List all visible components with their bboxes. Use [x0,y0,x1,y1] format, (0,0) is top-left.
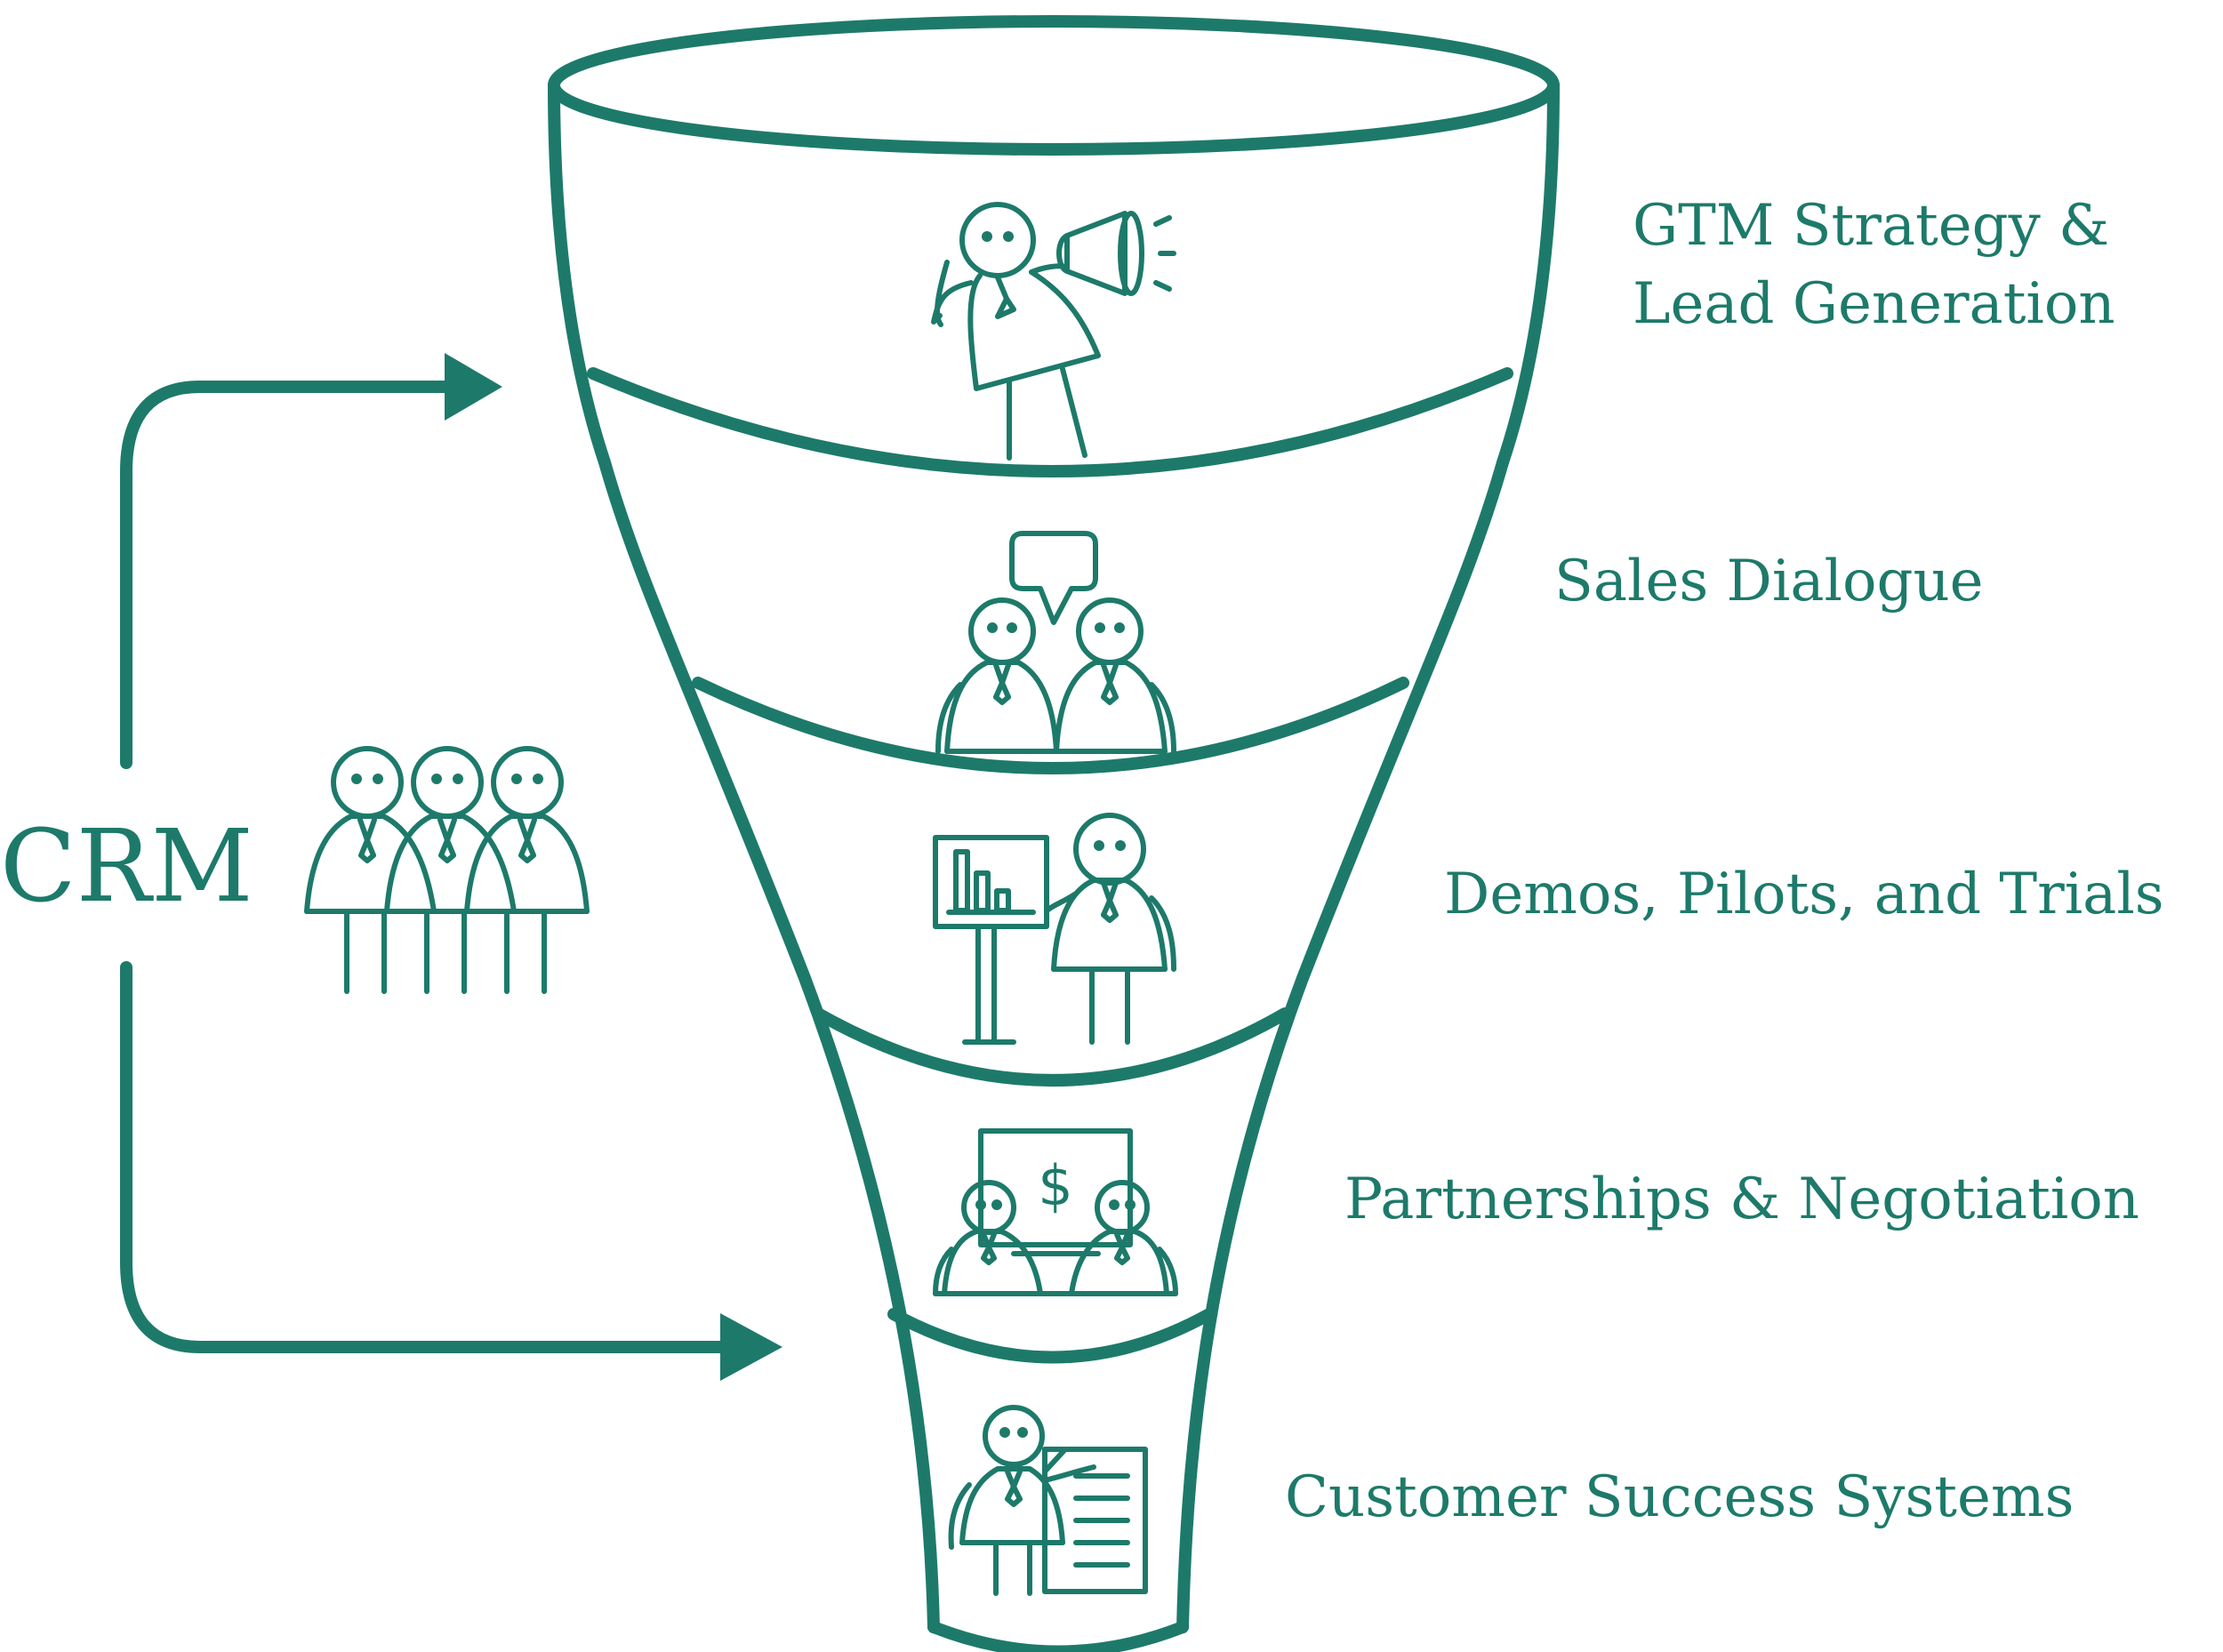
two-people-conversation-icon [935,531,1176,754]
funnel-divider-2 [692,677,1409,774]
funnel-outline [548,15,1560,1652]
funnel-divider-4 [887,1308,1216,1364]
funnel-rim [548,15,1560,156]
stage-label-gtm-strategy: GTM Strategy & [1633,193,2110,259]
stage-label-sales-dialogue: Sales Dialogue [1554,549,1984,614]
crm-team-icon [304,746,590,994]
crm-arrow-top-line [120,381,455,769]
megaphone-person-icon [931,202,1176,461]
crm-arrow-bottom-head [720,1313,782,1381]
funnel-divider-1 [587,367,1513,477]
stage-label-customer-success: Customer Success Systems [1285,1464,2075,1530]
funnel-bottom [927,1621,1189,1652]
negotiation-dollar-icon: $ [933,1128,1178,1296]
presentation-chart-icon [933,813,1176,1045]
crm-loop [120,353,782,1381]
stage-label-demos-pilots-trials: Demos, Pilots, and Trials [1444,862,2164,927]
funnel-right-side [1176,79,1560,1633]
crm-arrow-top-head [445,353,502,421]
person-with-document-icon [948,1405,1148,1596]
crm-arrow-bottom-line [120,961,731,1353]
funnel-left-side [548,79,940,1633]
stage-label-partnerships-negotiation: Partnerships & Negotiation [1344,1167,2139,1232]
stage-label-lead-generation: Lead Generation [1633,271,2115,337]
crm-label: CRM [0,809,253,925]
funnel-divider-3 [812,1007,1291,1087]
dollar-sign-icon: $ [1038,1153,1072,1218]
